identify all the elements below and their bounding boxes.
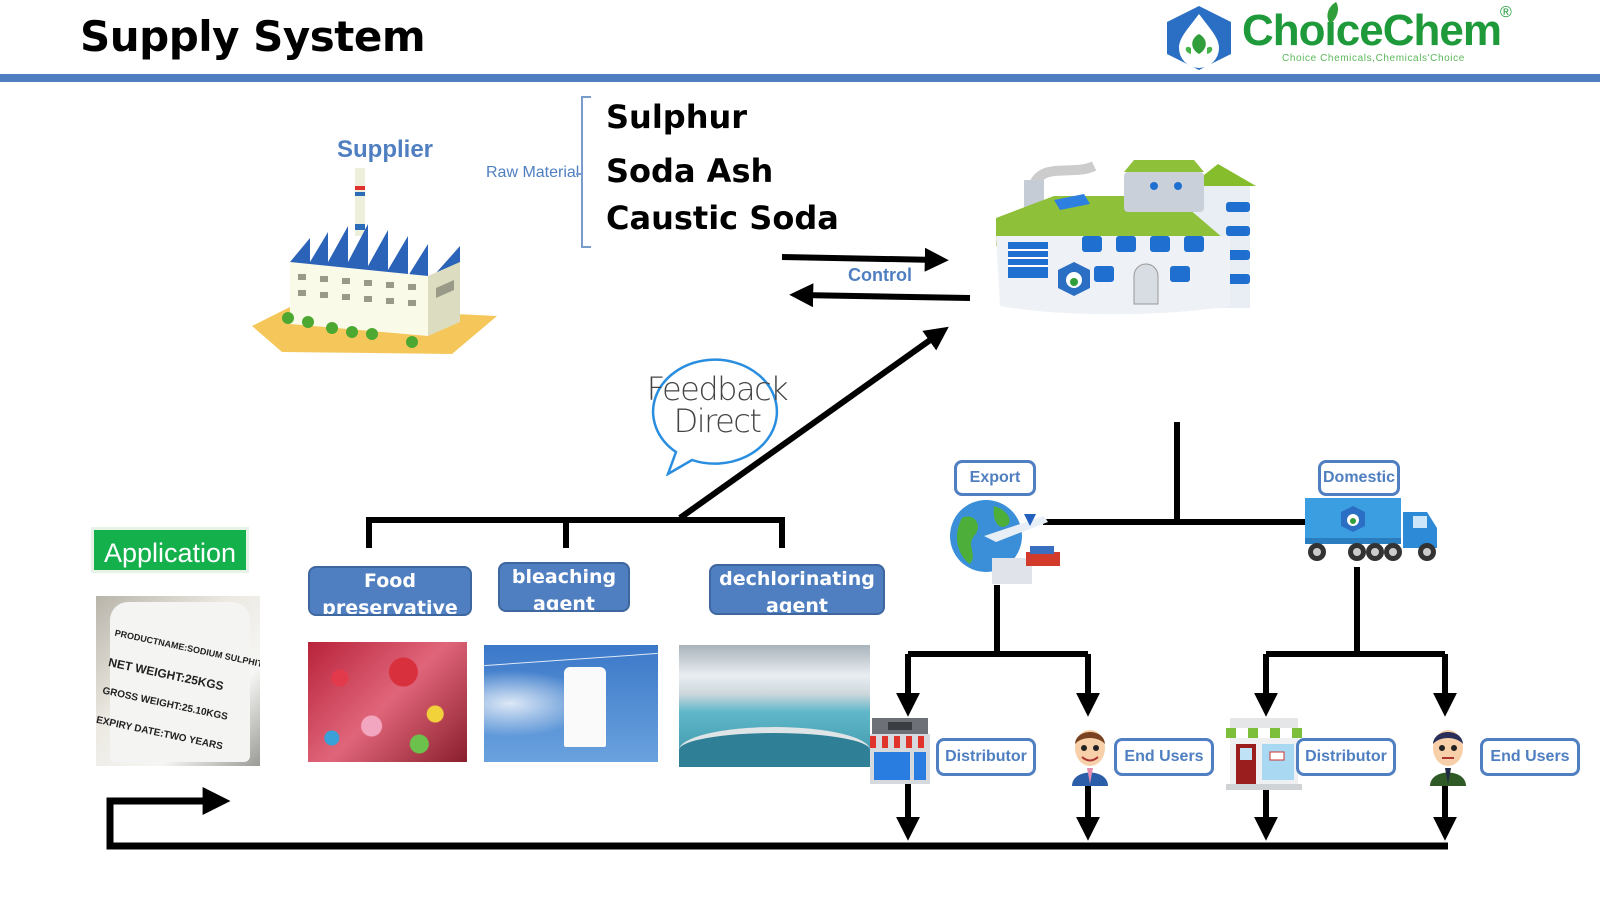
domestic-label: Domestic	[1318, 460, 1400, 496]
feedback-arrow	[678, 326, 949, 521]
shop-open-icon	[1226, 718, 1302, 790]
raw-material-label: Raw Material	[486, 164, 580, 181]
businessman-icon	[1426, 728, 1470, 786]
brace-connector	[576, 173, 583, 175]
factory-icon	[252, 166, 497, 356]
export-endusers-label: End Users	[1114, 738, 1214, 776]
header-divider	[0, 74, 1600, 82]
store-icon	[868, 718, 932, 786]
white-shirt-photo	[484, 645, 658, 762]
company-building-icon	[994, 156, 1262, 324]
speech-bubble-icon: Feedback Direct	[632, 356, 802, 476]
domestic-distributor-label: Distributor	[1296, 738, 1396, 776]
use-label: bleaching agent	[511, 566, 617, 612]
product-bag-photo: PRODUCTNAME:SODIUM SULPHITE 97% NET WEIG…	[96, 596, 260, 766]
export-distributor-label: Distributor	[936, 738, 1036, 776]
page-title: Supply System	[80, 12, 426, 61]
export-label: Export	[954, 460, 1036, 496]
use-dechlorinating-agent: dechlorinating agent	[709, 564, 885, 615]
businessman-icon	[1068, 728, 1112, 786]
raw-material-item: Soda Ash	[606, 152, 774, 190]
candy-photo	[308, 642, 467, 762]
registered-mark: ®	[1500, 4, 1512, 21]
application-label: Application	[91, 527, 249, 573]
feedback-label: Feedback	[646, 370, 789, 408]
supplier-label: Supplier	[337, 136, 434, 163]
control-arrow-left	[789, 283, 971, 308]
leaf-icon	[1324, 2, 1340, 29]
use-label: Food preservative	[322, 570, 458, 616]
use-label: dechlorinating agent	[719, 568, 875, 615]
direct-label: Direct	[673, 402, 762, 440]
control-label: Control	[848, 265, 912, 285]
raw-material-item: Sulphur	[606, 98, 748, 136]
control-arrow-right	[781, 247, 949, 272]
use-food-preservative: Food preservative	[308, 566, 472, 616]
return-loop	[106, 787, 1448, 850]
raw-material-item: Caustic Soda	[606, 199, 839, 237]
domestic-endusers-label: End Users	[1480, 738, 1580, 776]
use-bleaching-agent: bleaching agent	[498, 562, 630, 612]
swimming-pool-photo	[679, 645, 870, 767]
logo-name: ChoiceChem	[1242, 6, 1502, 55]
globe-transport-icon	[944, 496, 1064, 590]
application-tree	[366, 517, 785, 548]
shirt-icon	[564, 667, 606, 747]
raw-material-brace	[581, 96, 593, 248]
logo-tagline: Choice Chemicals,Chemicals'Choice	[1282, 53, 1465, 64]
delivery-truck-icon	[1303, 498, 1441, 564]
water-drop-leaf-icon	[1163, 4, 1235, 72]
